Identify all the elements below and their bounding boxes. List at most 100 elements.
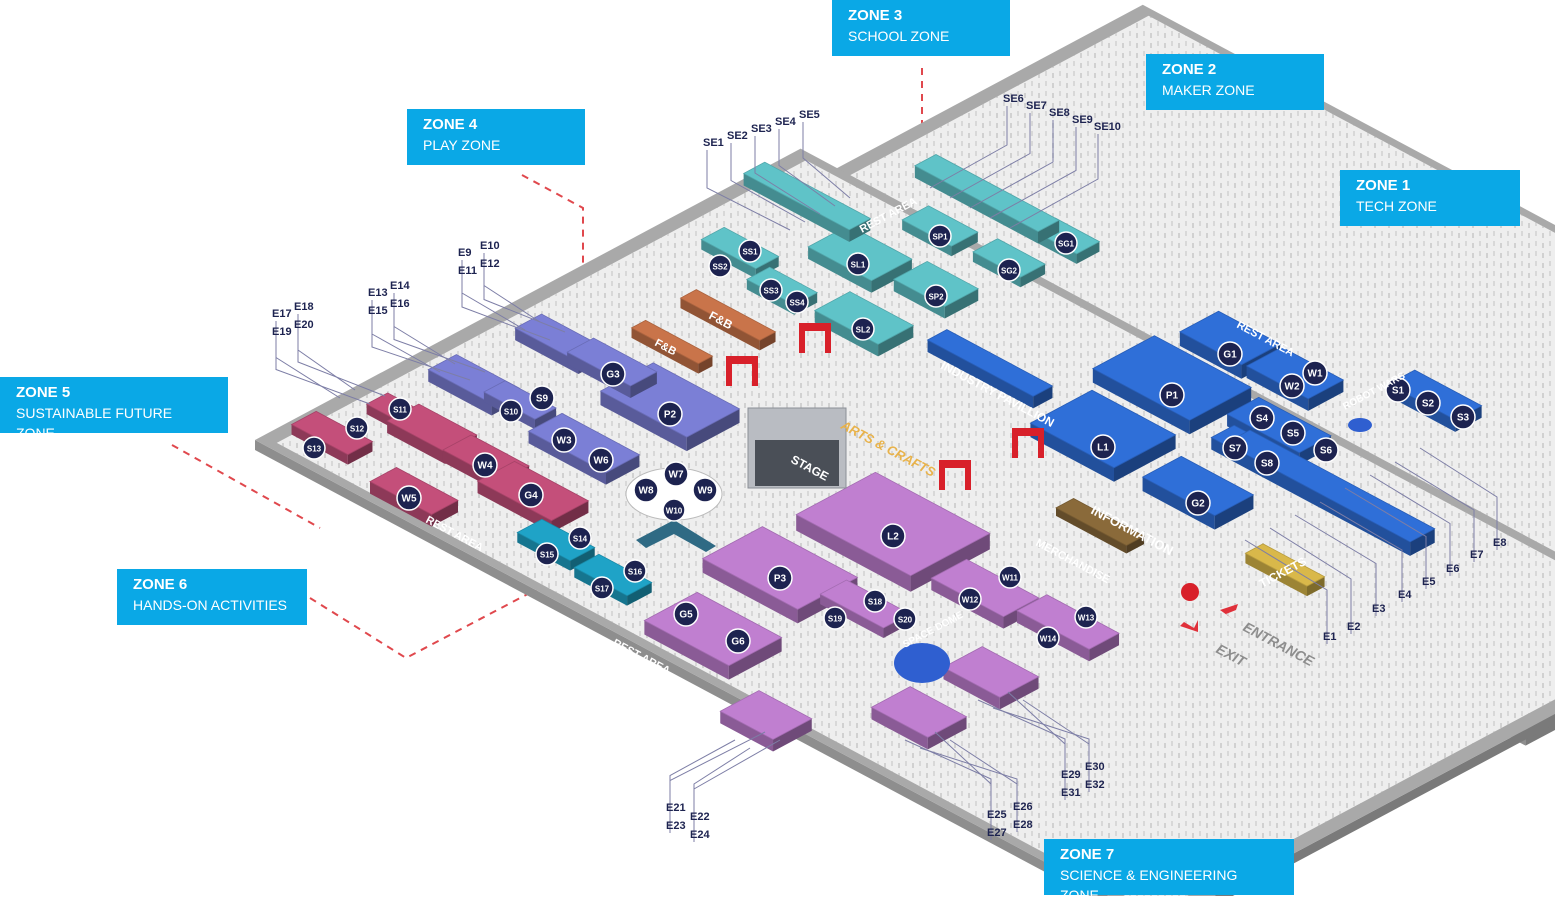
booth-label-g3: G3 xyxy=(600,361,626,387)
svg-text:W7: W7 xyxy=(669,470,684,481)
booth-label-s3: S3 xyxy=(1450,404,1476,430)
booth-label-l1: L1 xyxy=(1090,434,1116,460)
stem-e12 xyxy=(483,271,566,333)
exhibitor-label-e28: E28 xyxy=(1013,819,1033,831)
booth-label-s6: S6 xyxy=(1313,437,1339,463)
exhibitor-label-e13: E13 xyxy=(368,287,388,299)
svg-text:W12: W12 xyxy=(962,596,979,605)
svg-text:G1: G1 xyxy=(1223,350,1237,361)
stem-se4 xyxy=(778,129,836,207)
booth-label-g2: G2 xyxy=(1185,490,1211,516)
booth-label-s13: S13 xyxy=(302,436,326,460)
booth-se1-se5 xyxy=(742,161,872,242)
zone-5-title: ZONE 5 xyxy=(16,384,71,401)
svg-text:P3: P3 xyxy=(774,574,787,585)
booth-w1w2 xyxy=(1245,346,1345,411)
stem-e16 xyxy=(393,311,486,373)
booth-label-s10: S10 xyxy=(499,399,523,423)
svg-text:SL1: SL1 xyxy=(851,261,866,270)
svg-text:S17: S17 xyxy=(595,585,610,594)
booth-e29-e32 xyxy=(942,646,1040,710)
booth-label-s19: S19 xyxy=(823,606,847,630)
entrance-arch-3 xyxy=(1012,428,1044,458)
stem-e15 xyxy=(371,318,471,381)
svg-text:S18: S18 xyxy=(868,598,883,607)
stem-e28 xyxy=(949,739,1018,832)
stem-se9 xyxy=(989,127,1077,219)
exhibitor-label-se9: SE9 xyxy=(1072,114,1093,126)
svg-text:W5: W5 xyxy=(402,494,417,505)
booth-label-sl2: SL2 xyxy=(851,317,875,341)
svg-text:S6: S6 xyxy=(1320,446,1333,457)
svg-text:S7: S7 xyxy=(1229,444,1242,455)
booth-label-ss1: SS1 xyxy=(738,239,762,263)
zone-5-label: ZONE 5 SUSTAINABLE FUTURE ZONE xyxy=(0,377,228,441)
booth-e21-e24 xyxy=(719,690,813,752)
booth-label-w10: W10 xyxy=(662,498,686,522)
booth-label-s11: S11 xyxy=(388,397,412,421)
svg-text:W6: W6 xyxy=(594,456,609,467)
exhibitor-label-se10: SE10 xyxy=(1094,121,1121,133)
exhibitor-label-se8: SE8 xyxy=(1049,107,1070,119)
booth-label-p1: P1 xyxy=(1159,382,1185,408)
booth-label-s18: S18 xyxy=(863,589,887,613)
zone-3-title: ZONE 3 xyxy=(848,7,903,24)
svg-text:W13: W13 xyxy=(1078,614,1095,623)
booth-label-w14: W14 xyxy=(1036,626,1060,650)
svg-text:G2: G2 xyxy=(1191,499,1205,510)
exhibitor-label-e27: E27 xyxy=(987,827,1007,839)
zone-5-subtitle: SUSTAINABLE FUTURE ZONE xyxy=(16,405,173,441)
stem-e8 xyxy=(1419,447,1498,550)
booth-label-w3: W3 xyxy=(551,427,577,453)
svg-text:S8: S8 xyxy=(1261,459,1274,470)
svg-text:W8: W8 xyxy=(639,486,654,497)
stem-se8 xyxy=(969,120,1054,209)
svg-text:W3: W3 xyxy=(557,436,572,447)
booth-label-sg1: SG1 xyxy=(1054,231,1078,255)
booth-label-w9: W9 xyxy=(692,477,718,503)
exhibitor-label-e26: E26 xyxy=(1013,801,1033,813)
exhibitor-label-se4: SE4 xyxy=(775,116,797,128)
stem-e7 xyxy=(1394,461,1475,562)
booth-label-p3: P3 xyxy=(767,565,793,591)
stem-e1 xyxy=(1244,539,1328,644)
booth-label-g1: G1 xyxy=(1217,341,1243,367)
svg-text:S16: S16 xyxy=(628,568,643,577)
zone-1-label: ZONE 1 TECH ZONE xyxy=(1340,170,1520,226)
booth-label-s14: S14 xyxy=(568,526,592,550)
booth-label-w11: W11 xyxy=(998,565,1022,589)
stem-e5 xyxy=(1344,487,1427,589)
svg-text:SG2: SG2 xyxy=(1001,267,1018,276)
booth-label-w12: W12 xyxy=(958,587,982,611)
svg-text:L1: L1 xyxy=(1097,443,1109,454)
stem-e19 xyxy=(275,339,371,405)
exhibitor-label-e22: E22 xyxy=(690,811,710,823)
svg-text:SP1: SP1 xyxy=(932,233,948,242)
zone-1-title: ZONE 1 xyxy=(1356,177,1411,194)
svg-text:S20: S20 xyxy=(898,616,913,625)
svg-text:G3: G3 xyxy=(606,370,620,381)
exhibitor-label-e6: E6 xyxy=(1446,563,1459,575)
zone-2-label: ZONE 2 MAKER ZONE xyxy=(1146,54,1324,110)
svg-text:W11: W11 xyxy=(1002,574,1019,583)
svg-text:P1: P1 xyxy=(1166,391,1179,402)
booth-label-s8: S8 xyxy=(1254,450,1280,476)
stem-e3 xyxy=(1294,514,1377,616)
svg-text:SS2: SS2 xyxy=(712,263,728,272)
booth-l1 xyxy=(1029,389,1177,482)
booth-label-g6: G6 xyxy=(725,628,751,654)
exhibitor-label-se1: SE1 xyxy=(703,137,724,149)
exhibitor-label-e20: E20 xyxy=(294,319,314,331)
svg-text:S2: S2 xyxy=(1422,399,1435,410)
svg-text:S9: S9 xyxy=(536,394,549,405)
svg-text:P2: P2 xyxy=(664,410,677,421)
exhibitor-number-labels: SE1SE2SE3SE4SE5SE6SE7SE8SE9SE10E9E10E11E… xyxy=(272,93,1506,841)
zone-3-subtitle: SCHOOL ZONE xyxy=(848,28,950,44)
booth-label-w13: W13 xyxy=(1074,605,1098,629)
exhibitor-label-e4: E4 xyxy=(1398,589,1412,601)
stem-e32 xyxy=(1022,699,1090,792)
entrance-arch-2 xyxy=(726,356,758,386)
exhibitor-label-e10: E10 xyxy=(480,240,500,252)
entrance-exit-arrows xyxy=(1180,583,1238,632)
zone-6-subtitle: HANDS-ON ACTIVITIES xyxy=(133,597,288,613)
